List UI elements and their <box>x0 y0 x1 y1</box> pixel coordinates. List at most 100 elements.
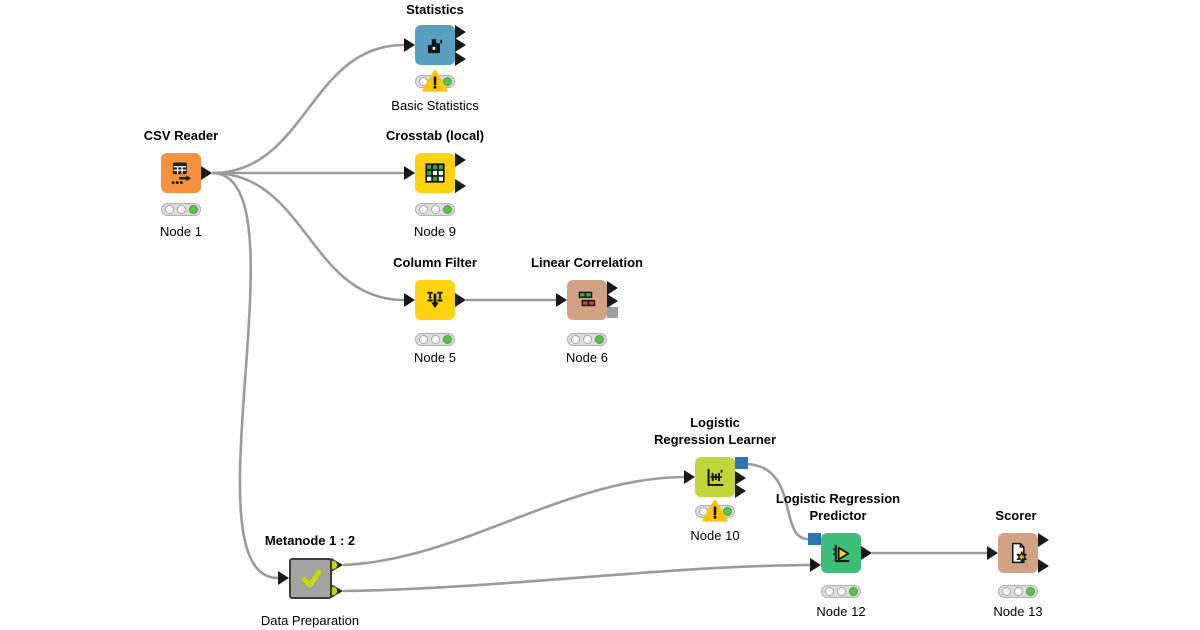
status-traffic-light <box>161 203 201 216</box>
statistics-output-port-2[interactable] <box>455 38 466 52</box>
node-statistics[interactable] <box>415 25 455 65</box>
linear-correlation-output-port-1[interactable] <box>607 281 618 295</box>
node-csv-reader[interactable] <box>161 153 201 193</box>
predictor-data-input-port[interactable] <box>810 558 821 572</box>
node-label: Node 1 <box>160 224 202 239</box>
learner-output-port-2[interactable] <box>735 484 746 498</box>
light-yellow <box>1013 587 1023 596</box>
metanode-input-port[interactable] <box>278 571 289 585</box>
edge-metanode-to-predictor[interactable] <box>342 563 811 593</box>
statistics-output-port-3[interactable] <box>455 52 466 66</box>
node-label: Basic Statistics <box>391 98 479 113</box>
grid-table-icon <box>425 163 445 183</box>
node-label: Node 5 <box>414 350 456 365</box>
status-traffic-light <box>567 333 607 346</box>
crosstab-output-port-2[interactable] <box>455 179 466 193</box>
light-red <box>164 205 174 214</box>
table-arrow-icon <box>171 162 192 185</box>
status-traffic-light <box>821 585 861 598</box>
light-yellow <box>430 335 440 344</box>
node-column-filter[interactable] <box>415 280 455 320</box>
linear-correlation-inactive-port[interactable] <box>607 307 618 318</box>
status-traffic-light <box>695 499 735 522</box>
learner-input-port[interactable] <box>684 470 695 484</box>
scorer-output-port-1[interactable] <box>1038 533 1049 547</box>
linear-correlation-input-port[interactable] <box>556 293 567 307</box>
edge-metanode-to-learner[interactable] <box>342 475 685 567</box>
light-red <box>418 205 428 214</box>
statistics-input-port[interactable] <box>404 38 415 52</box>
node-linear-correlation[interactable] <box>567 280 607 320</box>
light-yellow <box>430 205 440 214</box>
node-logistic-regression-learner[interactable] <box>695 457 735 497</box>
light-yellow <box>176 205 186 214</box>
light-green <box>442 77 452 86</box>
light-yellow <box>582 335 592 344</box>
correlation-squares-icon <box>578 291 596 307</box>
light-green <box>442 205 452 214</box>
light-green <box>722 507 732 516</box>
status-traffic-light <box>998 585 1038 598</box>
predictor-chart-icon <box>833 544 850 563</box>
learner-chart-icon <box>707 468 724 486</box>
edge-learner-model-to-predictor[interactable] <box>747 462 809 541</box>
light-green <box>848 587 858 596</box>
filter-arrows-icon <box>427 291 443 309</box>
column-filter-input-port[interactable] <box>404 293 415 307</box>
histogram-icon <box>428 39 443 54</box>
node-logistic-regression-predictor[interactable] <box>821 533 861 573</box>
status-traffic-light <box>415 333 455 346</box>
node-title: CSV Reader <box>143 128 219 143</box>
light-red <box>418 335 428 344</box>
scorer-input-port[interactable] <box>987 546 998 560</box>
document-star-icon <box>1011 542 1027 564</box>
light-green <box>594 335 604 344</box>
node-label: Data Preparation <box>260 613 360 628</box>
learner-model-output-port[interactable] <box>735 457 748 469</box>
node-title: Logistic Regression Learner <box>653 415 777 447</box>
checkmark-icon <box>301 569 322 588</box>
node-scorer[interactable] <box>998 533 1038 573</box>
crosstab-output-port-1[interactable] <box>455 153 466 167</box>
csv-reader-output-port[interactable] <box>201 166 212 180</box>
node-label: Node 12 <box>816 604 866 619</box>
light-red <box>824 587 834 596</box>
node-crosstab[interactable] <box>415 153 455 193</box>
edge-csv-to-metanode[interactable] <box>211 171 279 580</box>
light-green <box>442 335 452 344</box>
light-red <box>1001 587 1011 596</box>
node-label: Node 9 <box>414 224 456 239</box>
warning-icon <box>422 69 448 92</box>
predictor-output-port[interactable] <box>861 546 872 560</box>
node-title: Statistics <box>406 2 464 17</box>
edge-csv-to-statistics[interactable] <box>211 43 405 175</box>
node-metanode[interactable] <box>289 558 332 599</box>
learner-output-port-1[interactable] <box>735 471 746 485</box>
node-title: Column Filter <box>393 255 477 270</box>
warning-icon <box>702 499 728 522</box>
light-green <box>1025 587 1035 596</box>
statistics-output-port-1[interactable] <box>455 25 466 39</box>
node-title: Crosstab (local) <box>385 128 485 143</box>
light-red <box>418 77 428 86</box>
node-label: Node 10 <box>690 528 740 543</box>
linear-correlation-output-port-2[interactable] <box>607 294 618 308</box>
predictor-model-input-port[interactable] <box>808 533 821 545</box>
light-red <box>570 335 580 344</box>
light-yellow <box>836 587 846 596</box>
edge-csv-to-column-filter[interactable] <box>211 171 405 302</box>
light-green <box>188 205 198 214</box>
crosstab-input-port[interactable] <box>404 166 415 180</box>
column-filter-output-port[interactable] <box>455 293 466 307</box>
status-traffic-light <box>415 69 455 92</box>
status-traffic-light <box>415 203 455 216</box>
node-title: Logistic Regression Predictor <box>775 491 901 523</box>
scorer-output-port-2[interactable] <box>1038 559 1049 573</box>
node-title: Metanode 1 : 2 <box>264 533 356 548</box>
node-title: Linear Correlation <box>531 255 643 270</box>
node-label: Node 6 <box>566 350 608 365</box>
node-label: Node 13 <box>993 604 1043 619</box>
light-red <box>698 507 708 516</box>
